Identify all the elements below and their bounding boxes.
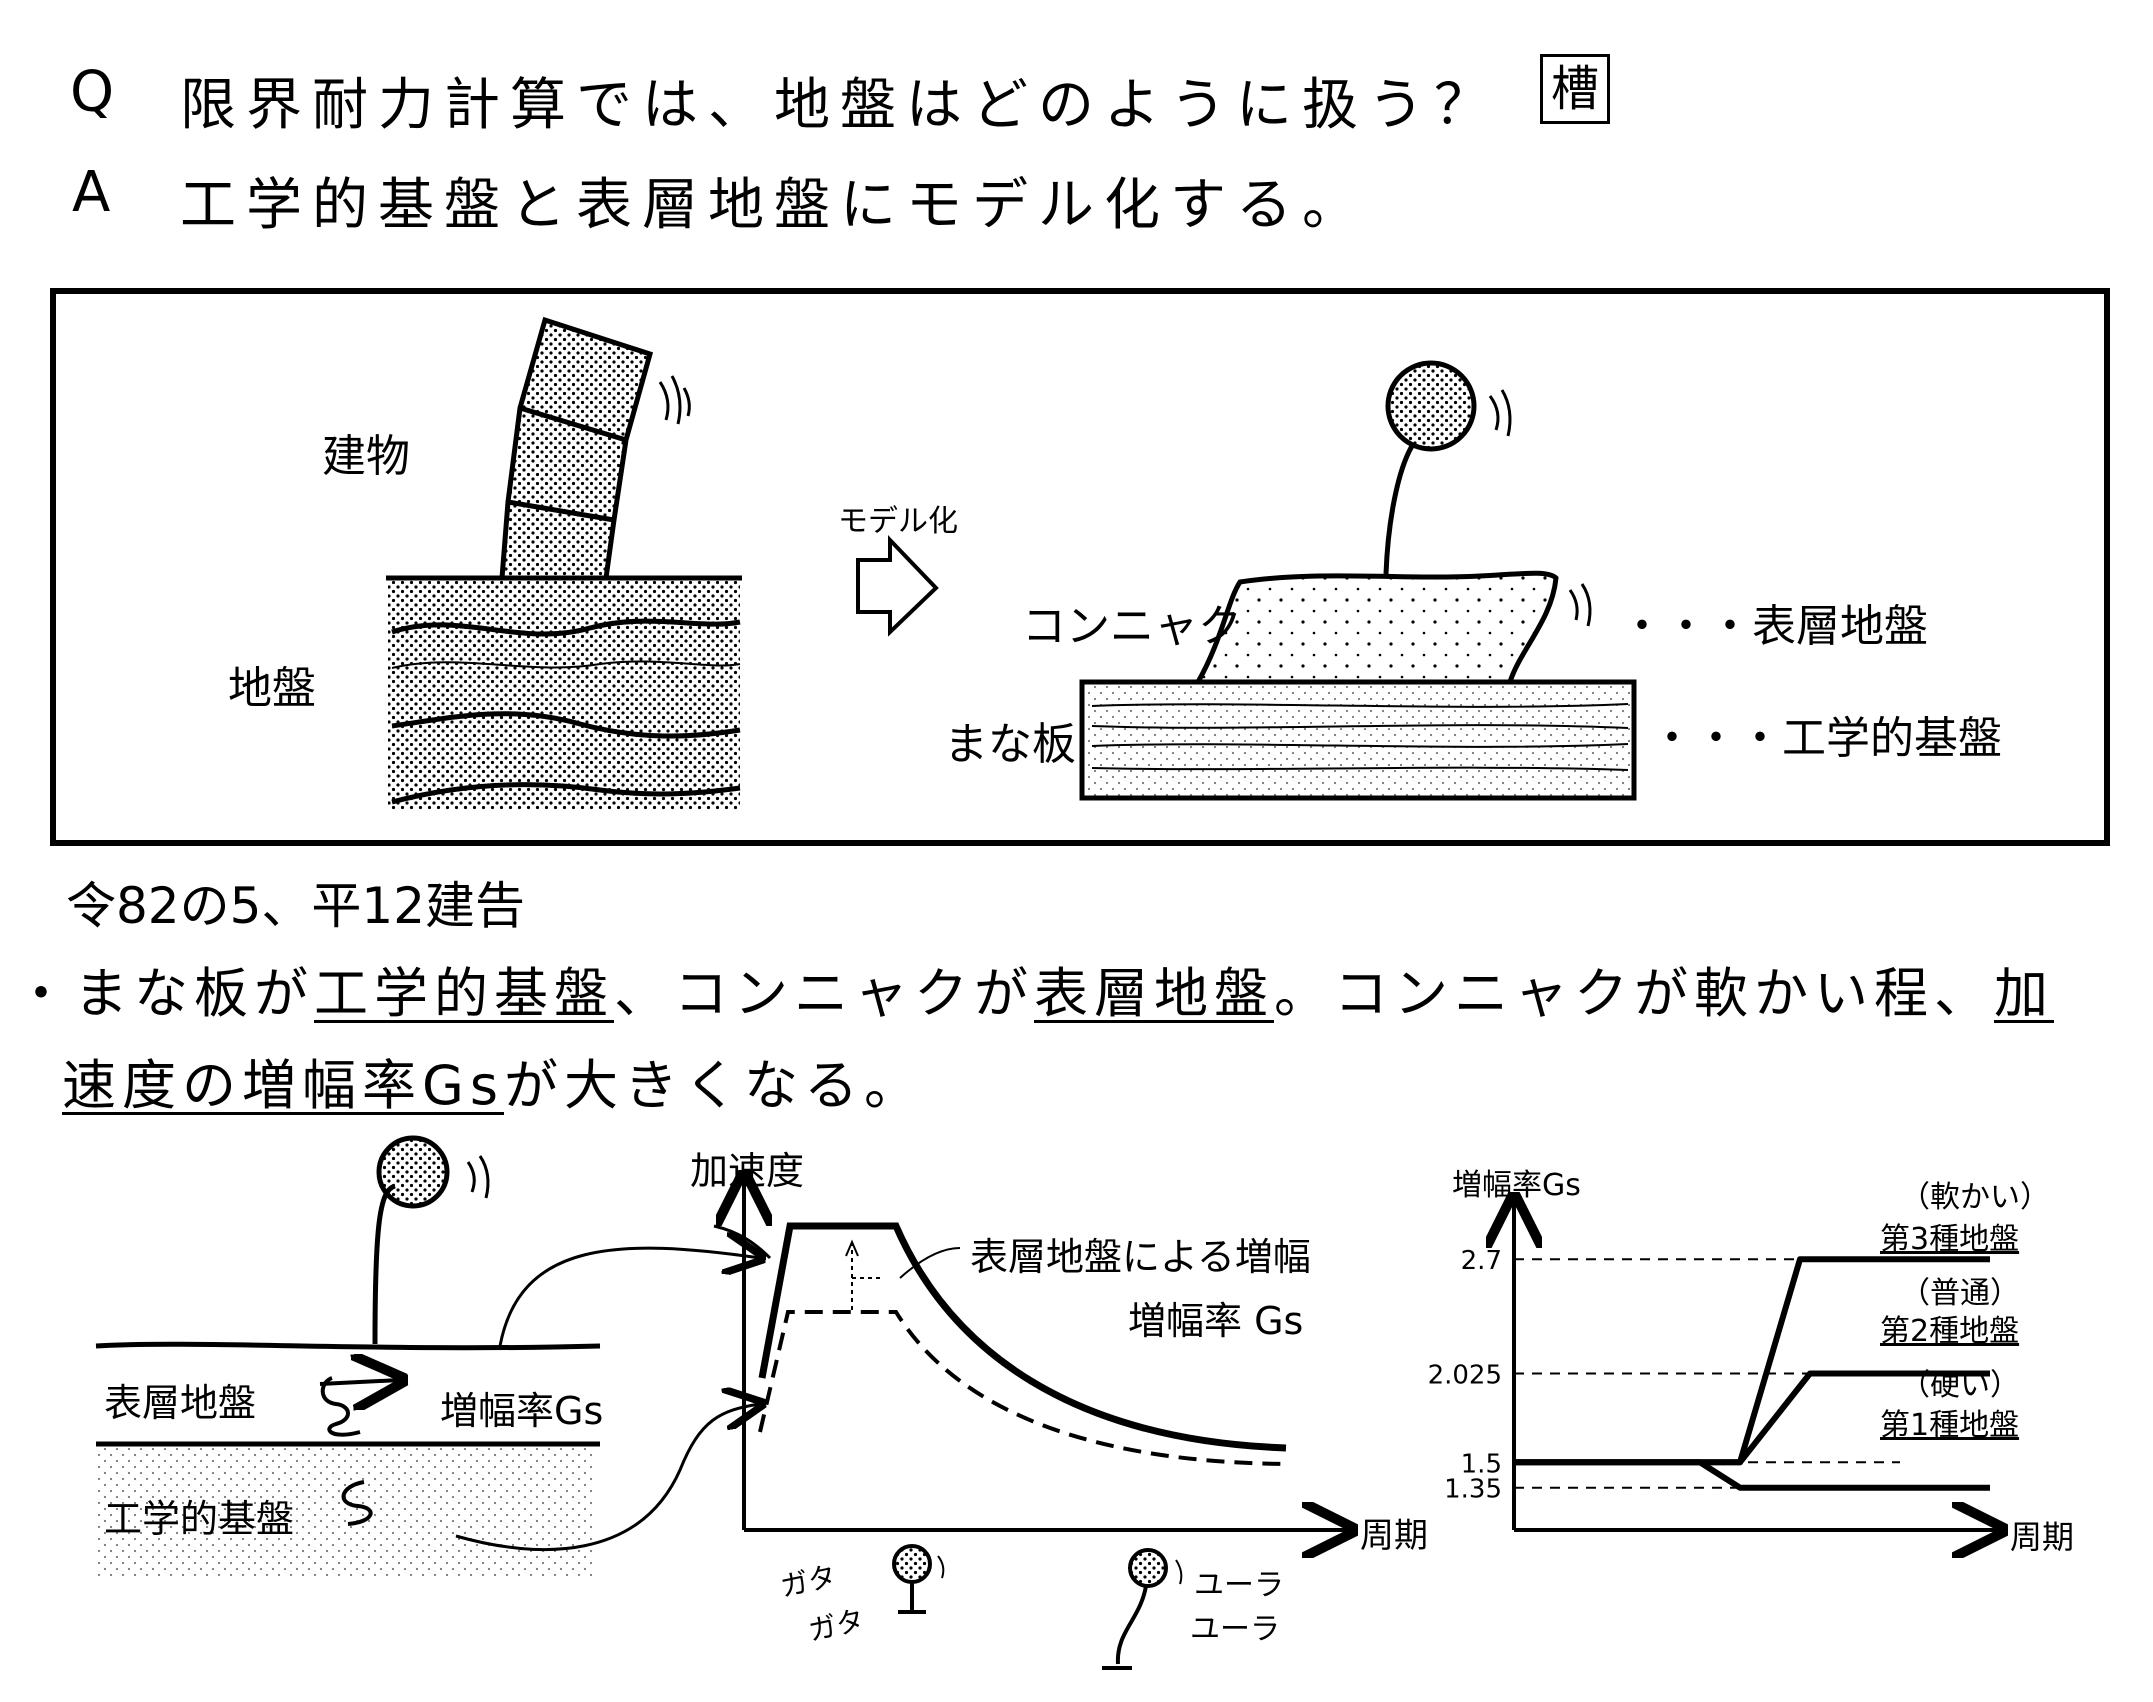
cutting-board-label: まな板	[944, 719, 1076, 770]
amplification-text: 増幅率Gs	[440, 1389, 604, 1433]
question-mark: Q	[70, 60, 125, 125]
bedrock-label: ・・・工学的基盤	[1650, 713, 2002, 764]
gs-tick-label: 1.5	[1461, 1449, 1502, 1479]
note-part-1: まな板が	[74, 962, 314, 1025]
konnyaku-block	[1193, 570, 1592, 685]
building-shape	[499, 316, 691, 581]
yura-text-2: ユーラ	[1190, 1612, 1280, 1647]
answer-text: 工学的基盤と表層地盤にモデル化する。	[180, 173, 1368, 238]
note-part-4: が大きくなる。	[503, 1054, 924, 1117]
hard-note: （硬い）	[1900, 1368, 2020, 1403]
note-part-2: 、コンニャクが	[614, 962, 1034, 1025]
amplification-annotation: 表層地盤による増幅	[970, 1235, 1311, 1279]
period-axis-label-mid: 周期	[1360, 1516, 1428, 1556]
surface-layer-label: ・・・表層地盤	[1620, 601, 1928, 652]
gs-axis-label: 増幅率Gs	[1452, 1168, 1581, 1203]
bedrock-text: 工学的基盤	[104, 1497, 295, 1541]
amplified-spectrum-line	[758, 1222, 1287, 1452]
soft-note: （軟かい）	[1900, 1180, 2050, 1215]
small-ball-left	[892, 1544, 932, 1584]
note-surface-term: 表層地盤	[1034, 962, 1274, 1025]
ground-block	[386, 575, 742, 810]
gs-tick-label: 2.025	[1428, 1360, 1502, 1390]
layer-diagram	[95, 1135, 772, 1576]
gs-series-line	[1514, 1459, 1990, 1491]
ground-label: 地盤	[228, 663, 316, 714]
cutting-board	[1079, 679, 1637, 801]
normal-note: （普通）	[1900, 1276, 2020, 1311]
question-text: 限界耐力計算では、地盤はどのように扱う？	[180, 73, 1500, 138]
konnyaku-label: コンニャク	[1022, 601, 1242, 652]
building-label: 建物	[322, 431, 410, 482]
type1-ground-label: 第1種地盤	[1880, 1408, 2020, 1443]
acceleration-spectrum-chart	[744, 1178, 1350, 1670]
gs-tick-label: 2.7	[1461, 1246, 1502, 1276]
kanji-stamp-icon: 槽	[1540, 54, 1610, 124]
yura-text-1: ユーラ	[1194, 1568, 1284, 1603]
surface-layer-text: 表層地盤	[104, 1381, 257, 1425]
note-part-3: 。コンニャクが軟かい程、	[1274, 962, 1994, 1025]
gs-tick-label: 1.35	[1444, 1475, 1502, 1505]
type3-ground-label: 第3種地盤	[1880, 1222, 2020, 1257]
note-accel-term-a: 加	[1994, 962, 2054, 1025]
amplification-factor-annotation: 増幅率 Gs	[1128, 1299, 1304, 1343]
note-bullet: ・	[14, 962, 74, 1025]
note-accel-term-b: 速度の増幅率Gs	[62, 1054, 504, 1117]
note-bedrock-term: 工学的基盤	[314, 962, 614, 1025]
type2-ground-label: 第2種地盤	[1880, 1314, 2020, 1349]
small-ball-right	[1128, 1548, 1168, 1588]
model-arrow-label: モデル化	[838, 504, 958, 539]
amplification-factor-chart: 2.7 2.025 1.51.35	[1428, 1200, 2000, 1530]
law-reference: 令82の5、平12建告	[66, 877, 526, 935]
answer-mark: A	[72, 160, 121, 225]
base-spectrum-line	[758, 1310, 1287, 1466]
acceleration-axis-label: 加速度	[690, 1149, 805, 1193]
period-axis-label-right: 周期	[2010, 1518, 2075, 1556]
ball-on-stick	[1383, 360, 1512, 575]
model-arrow-icon	[856, 535, 939, 637]
model-figure-frame	[50, 288, 2110, 846]
explanation-note: ・まな板が工学的基盤、コンニャクが表層地盤。コンニャクが軟かい程、加 速度の増幅…	[14, 948, 2134, 1132]
